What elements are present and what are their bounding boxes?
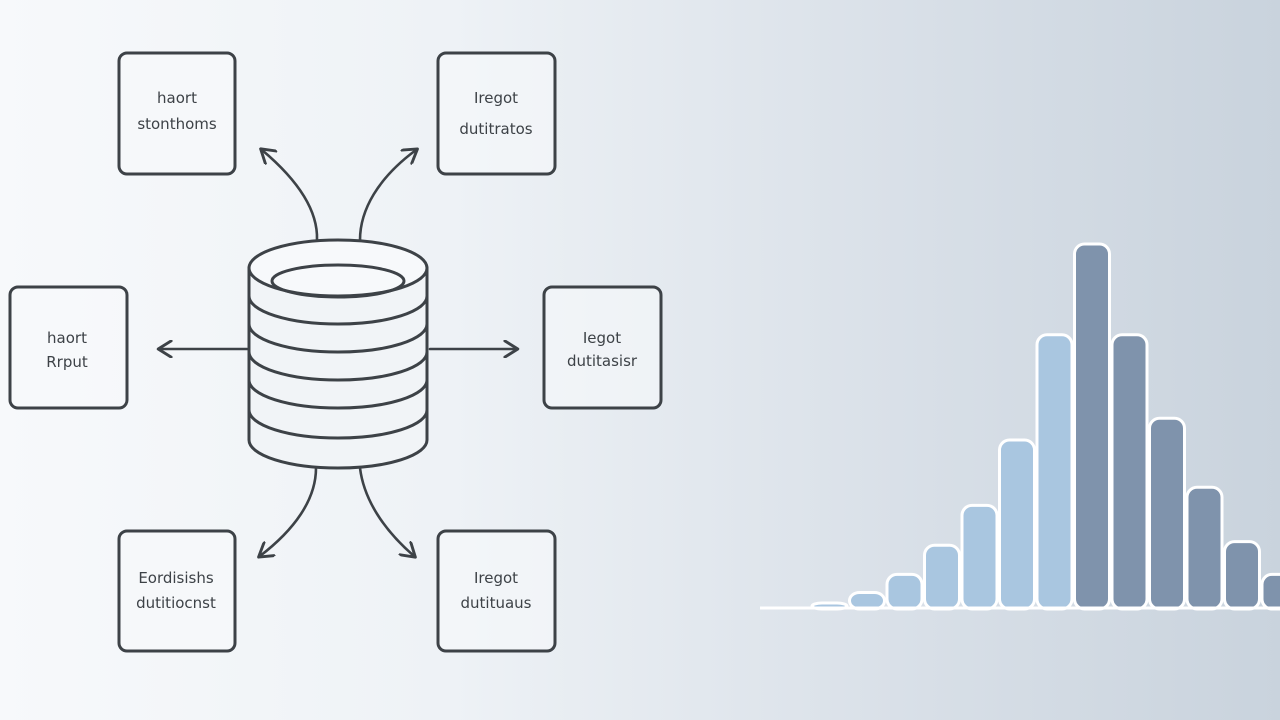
database-icon: [247, 238, 429, 470]
node-line2: Rrput: [46, 353, 88, 371]
arrow-to-top-right: [358, 150, 416, 242]
node-line2: dutituaus: [461, 594, 532, 612]
node-line2: stonthoms: [137, 115, 217, 133]
distribution-bar: [1223, 540, 1261, 611]
node-line2: dutitratos: [459, 120, 532, 138]
node-box: [117, 529, 237, 653]
node-line2: dutitasisr: [567, 352, 638, 370]
node-bottom-right: Iregot dutituaus: [436, 529, 557, 653]
node-mid-left: haort Rrput: [8, 285, 129, 410]
node-line2: dutitiocnst: [136, 594, 216, 612]
node-bottom-left: Eordisishs dutitiocnst: [117, 529, 237, 653]
node-mid-right: Iegot dutitasisr: [542, 285, 663, 410]
distribution-bar: [998, 438, 1036, 611]
node-top-right: Iregot dutitratos: [436, 51, 557, 176]
node-line1: haort: [157, 89, 197, 107]
distribution-bar: [1260, 572, 1280, 611]
node-top-left: haort stonthoms: [117, 51, 237, 176]
node-box: [8, 285, 129, 410]
node-line1: Iegot: [583, 329, 621, 347]
arrow-to-bottom-left: [260, 466, 318, 556]
arrow-to-bottom-right: [358, 466, 414, 556]
distribution-bar: [1148, 416, 1186, 611]
bar-chart-icon: [760, 242, 1280, 611]
node-line1: Iregot: [474, 89, 518, 107]
node-box: [542, 285, 663, 410]
distribution-bar: [1073, 242, 1111, 611]
distribution-bar: [885, 572, 924, 611]
node-box: [117, 51, 237, 176]
node-line1: Iregot: [474, 569, 518, 587]
distribution-bar: [1035, 333, 1074, 611]
distribution-bar: [923, 543, 961, 611]
node-line1: Eordisishs: [138, 569, 214, 587]
distribution-bar: [1110, 333, 1149, 611]
node-line1: haort: [47, 329, 87, 347]
distribution-bar: [960, 503, 999, 611]
node-box: [436, 51, 557, 176]
node-box: [436, 529, 557, 653]
distribution-bar: [1185, 485, 1224, 611]
arrow-to-top-left: [262, 150, 319, 242]
